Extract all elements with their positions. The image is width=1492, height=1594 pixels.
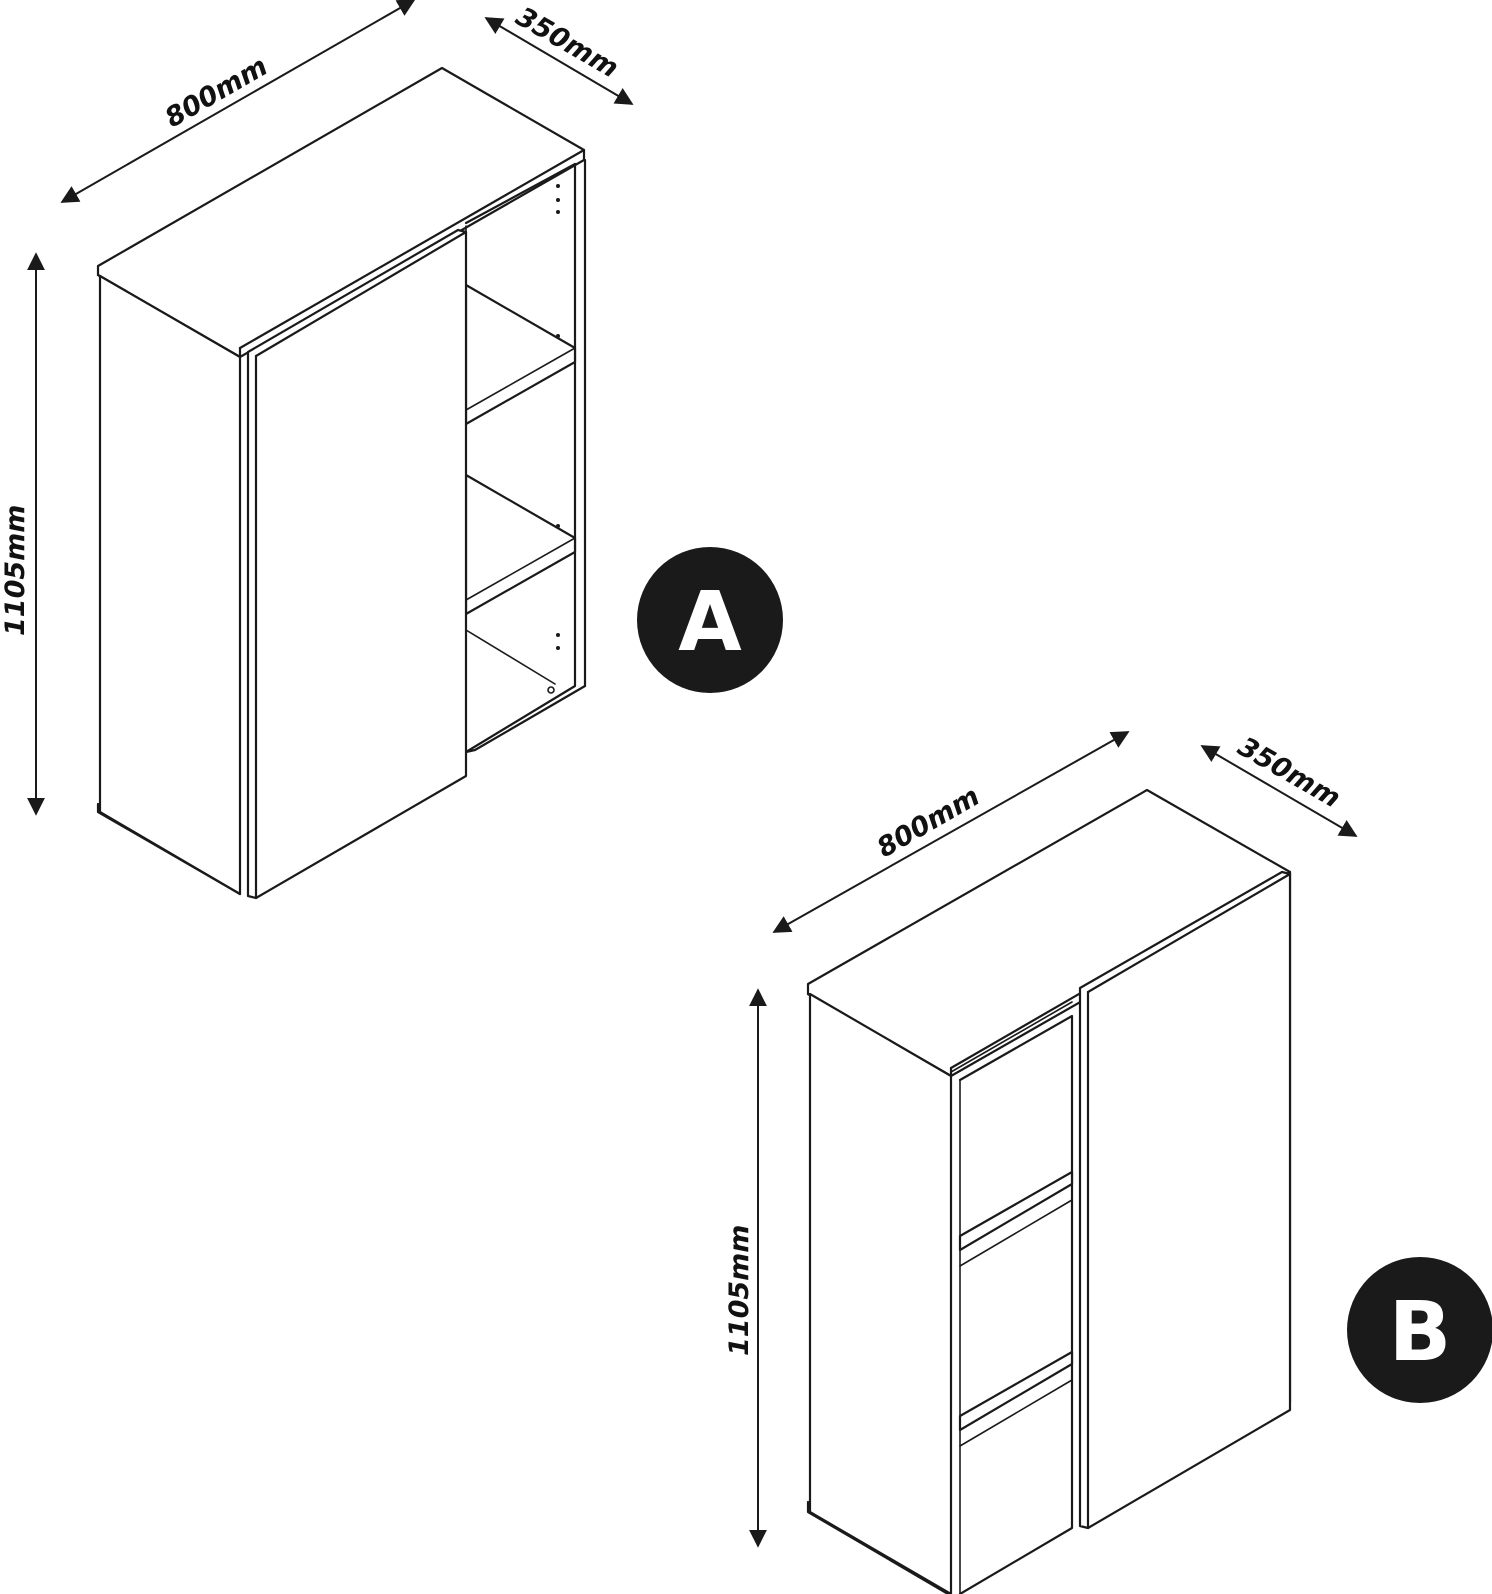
cabinet-a-height-label: 1105mm xyxy=(0,505,31,636)
cabinet-b: 800mm 350mm 1105mm xyxy=(724,731,1358,1594)
cabinet-b-depth-arrow xyxy=(1200,745,1358,837)
cabinet-a: 800mm 350mm 1105mm xyxy=(0,0,634,900)
cabinet-a-width-arrow xyxy=(60,0,416,203)
badge-b: B xyxy=(1347,1257,1492,1403)
cabinet-a-shelf-1 xyxy=(464,283,577,426)
cabinet-a-width-label: 800mm xyxy=(160,51,273,134)
cabinet-b-side-panel xyxy=(808,992,953,1594)
cabinet-b-inner-frame xyxy=(958,1014,1074,1594)
cabinet-a-door xyxy=(246,228,468,900)
badge-a-label: A xyxy=(678,575,742,670)
cabinet-b-width-arrow xyxy=(772,731,1130,933)
cabinet-a-side-panel xyxy=(98,274,242,896)
cabinet-a-right-frame xyxy=(464,162,577,754)
badge-b-label: B xyxy=(1389,1285,1452,1380)
cabinet-b-height-label: 1105mm xyxy=(724,1225,755,1356)
cabinet-b-shelf-1 xyxy=(958,1170,1074,1252)
cabinet-b-shelf-2 xyxy=(958,1350,1074,1432)
badge-a: A xyxy=(637,547,783,693)
badge-a-circle xyxy=(637,547,783,693)
cabinet-a-depth-arrow xyxy=(484,17,634,105)
cabinet-a-shelf-2 xyxy=(464,473,577,616)
badge-b-circle xyxy=(1347,1257,1492,1403)
cabinet-b-door xyxy=(1078,870,1292,1530)
